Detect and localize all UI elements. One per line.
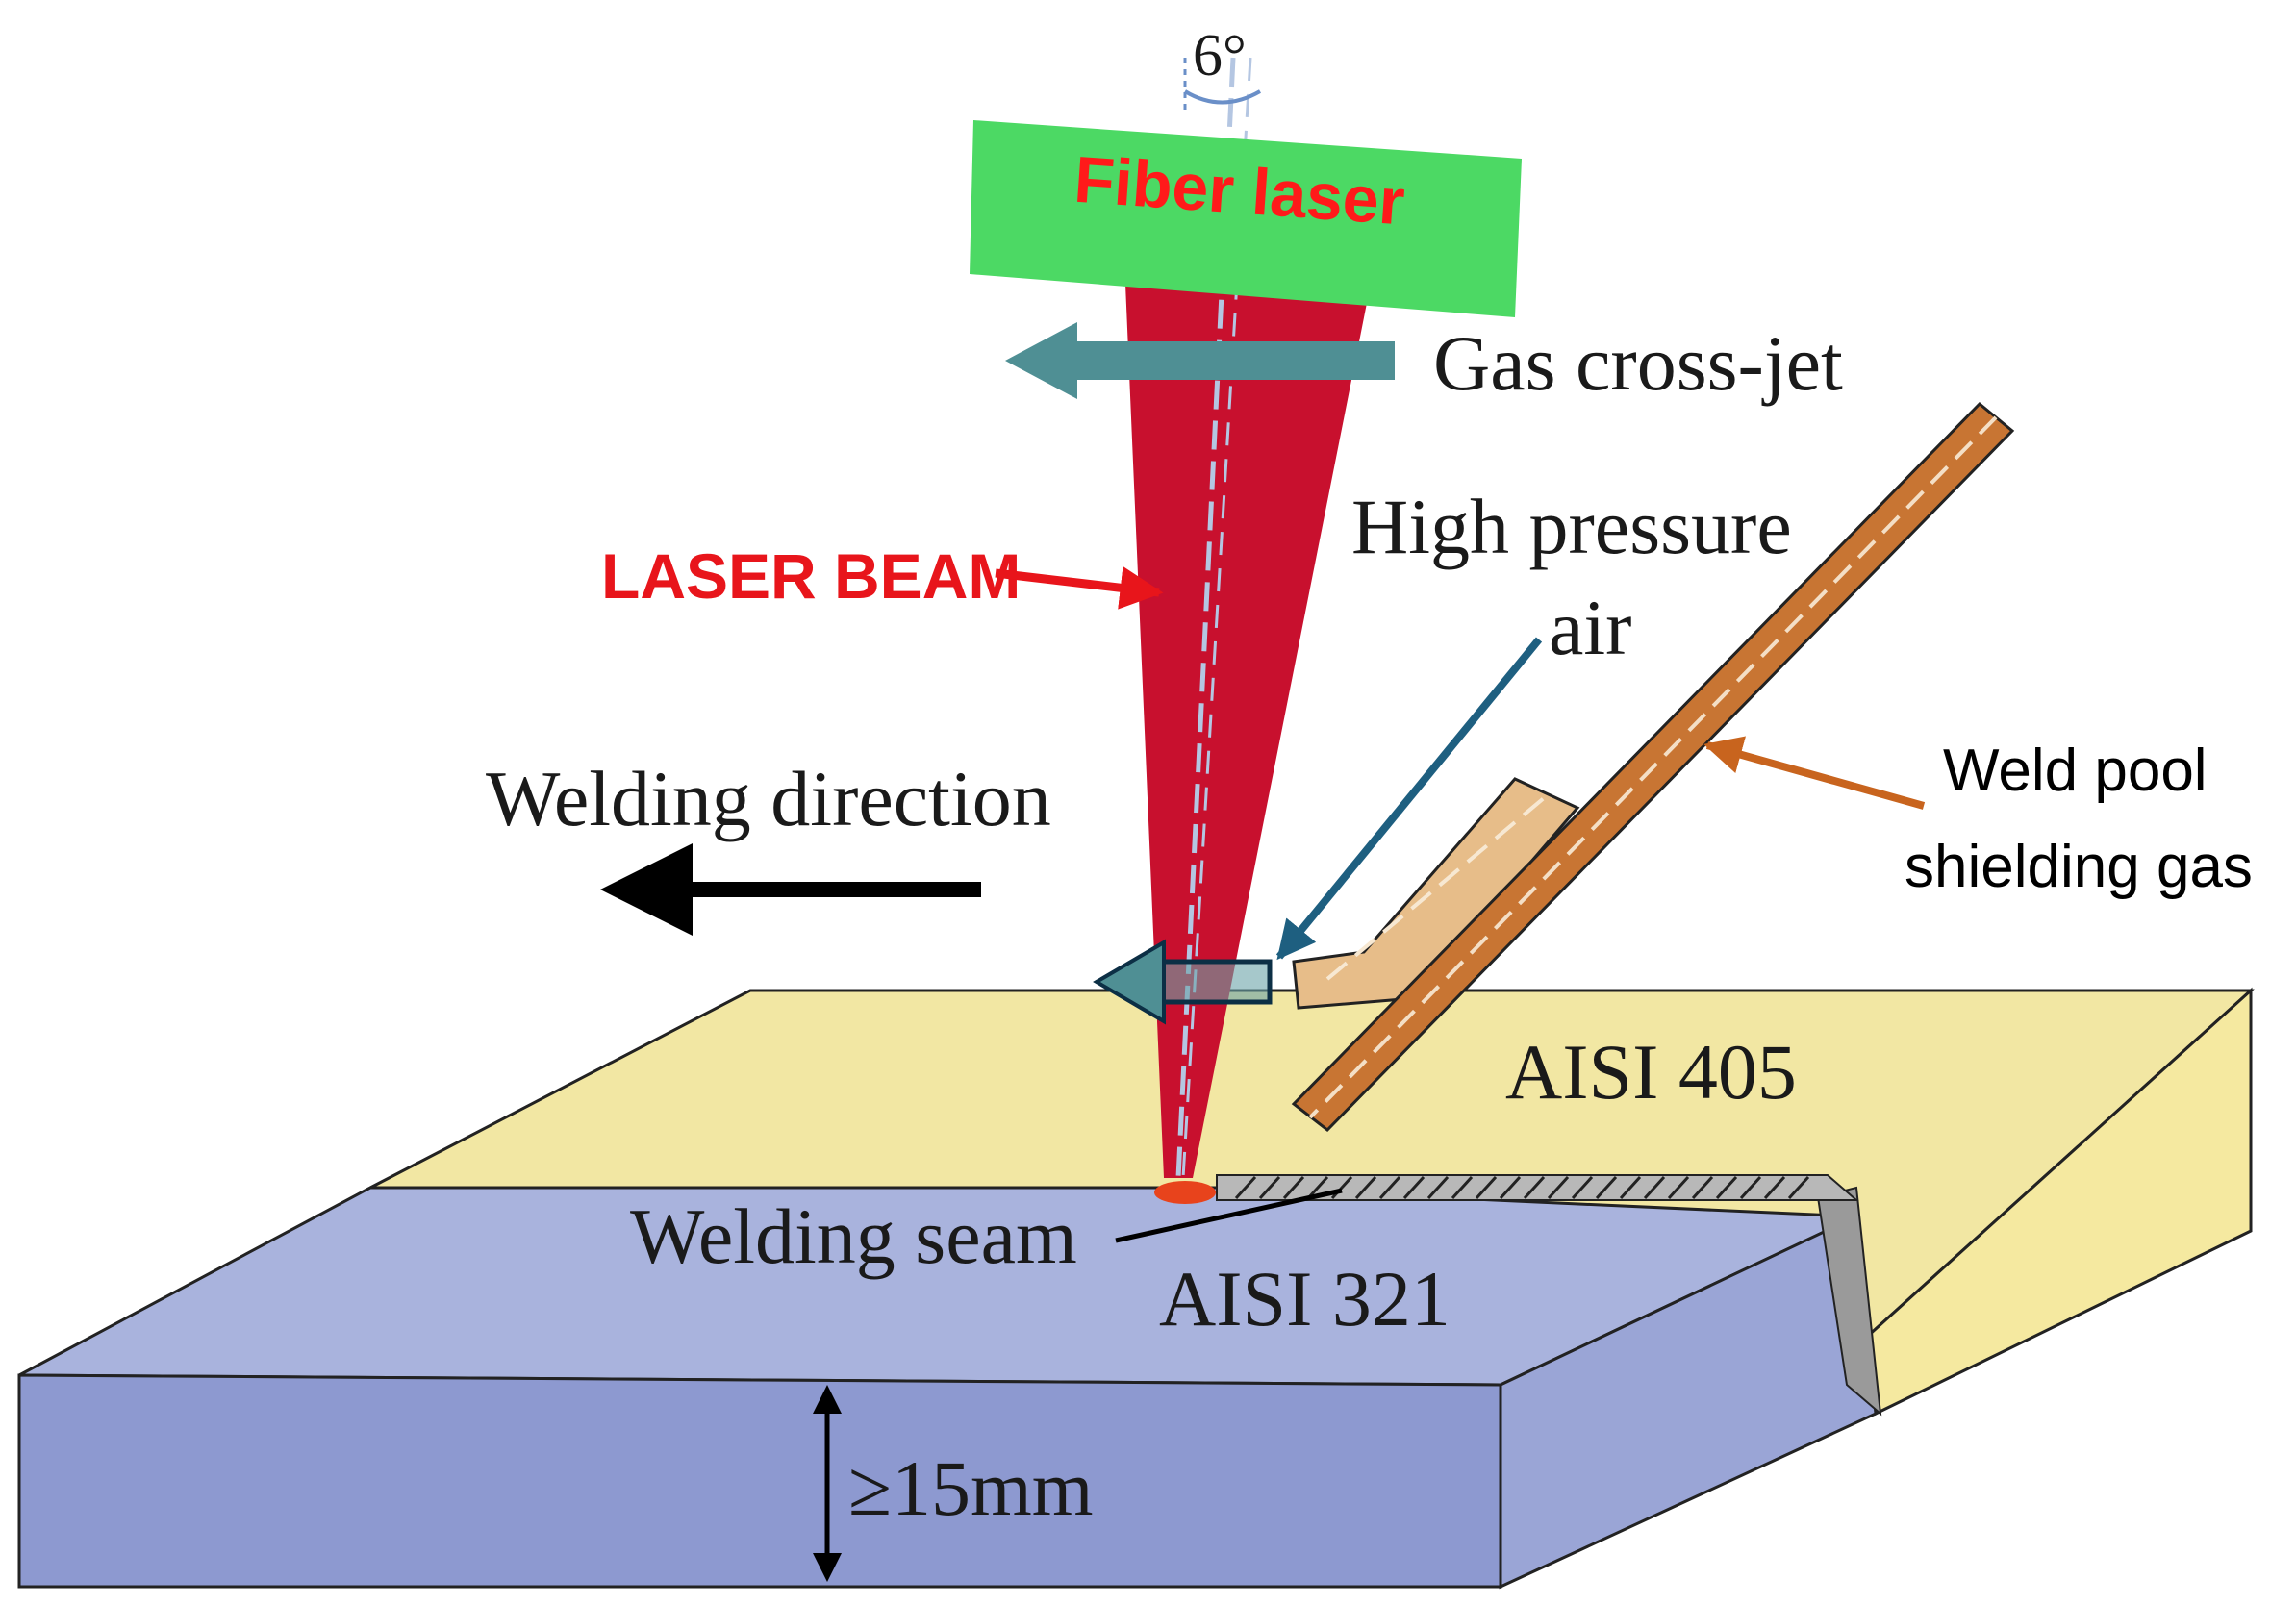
laser-beam-arrow (995, 565, 1164, 610)
shield-nozzle-dash (1325, 796, 1546, 981)
shielding-gas-label: shielding gas (1905, 834, 2253, 900)
air-label: air (1549, 584, 1631, 671)
shielding-gas-nozzle (1291, 401, 2015, 1133)
weld-pool-label: Weld pool (1943, 738, 2208, 804)
laser-beam-cone (1125, 284, 1371, 1178)
air-nozzle-outline (1147, 959, 1273, 1005)
thickness-dimension: ≥15mm (813, 1385, 1094, 1582)
aisi-321-label: AISI 321 (1159, 1255, 1451, 1342)
gas-jet-arrow-head (1005, 322, 1077, 399)
gas-cross-jet-label: Gas cross-jet (1433, 319, 1843, 407)
gas-cross-jet: Gas cross-jet (1005, 319, 1843, 407)
weld-seam (1154, 1174, 1859, 1204)
angle-indicator: 6° (1183, 23, 1261, 115)
welding-seam-leader (1115, 1188, 1343, 1243)
laser-beam-callout: LASER BEAM (601, 540, 1164, 612)
shielding-gas-pointer (1703, 736, 1926, 810)
shielding-gas-callout: Weld pool shielding gas (1703, 736, 2253, 900)
fiber-laser-box (970, 120, 1522, 317)
angle-arc (1183, 89, 1261, 105)
angle-label: 6° (1193, 23, 1247, 88)
shield-nozzle-body (1292, 777, 1580, 1010)
plate-321-right-face (1499, 1214, 1878, 1590)
high-pressure-label: High pressure (1351, 483, 1792, 570)
weld-pool-spot (1154, 1181, 1216, 1204)
weld-ripples (1234, 1175, 1810, 1200)
gas-jet-shaft (1058, 341, 1395, 380)
air-pointer-arrow (1275, 637, 1543, 961)
welding-seam-label: Welding seam (630, 1192, 1077, 1280)
aisi-405-label: AISI 405 (1505, 1028, 1797, 1116)
fiber-laser-head: Fiber laser (970, 120, 1522, 317)
welding-direction-label: Welding direction (486, 755, 1051, 842)
plate-321-front-face (17, 1373, 1502, 1589)
thickness-label: ≥15mm (848, 1444, 1094, 1532)
laser-beam-label: LASER BEAM (601, 540, 1021, 612)
shield-gas-pipe-dash (1308, 415, 1998, 1119)
air-jet-arrow-head (1093, 939, 1166, 1025)
high-pressure-air: High pressure air (1093, 483, 1792, 1025)
welding-direction-callout: Welding direction (486, 755, 1051, 936)
welding-seam-callout: Welding seam (630, 1188, 1343, 1280)
plate-aisi-321 (17, 1186, 1882, 1590)
